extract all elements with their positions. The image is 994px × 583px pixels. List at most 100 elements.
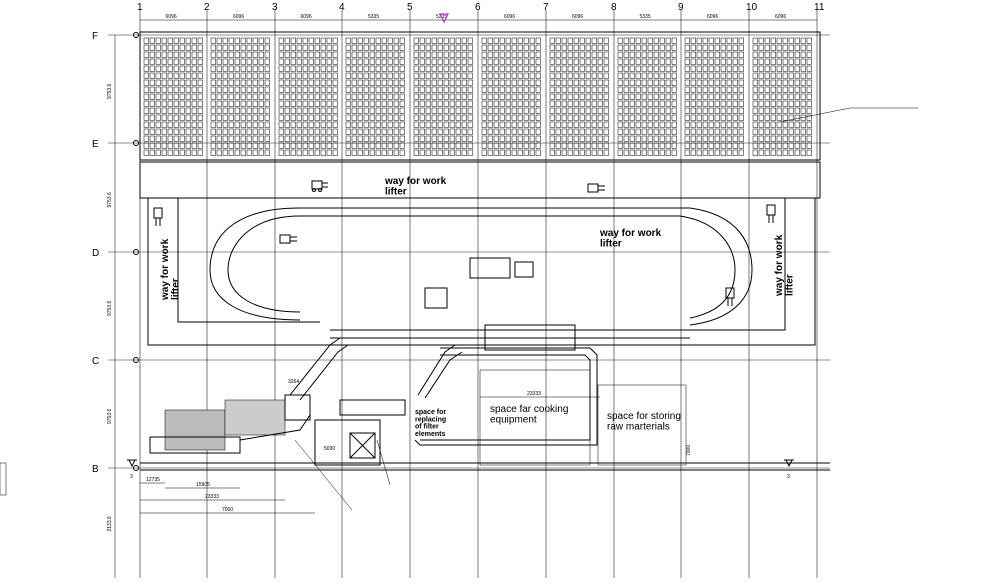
dim-text: 6096 bbox=[166, 14, 177, 20]
rack-cell bbox=[493, 72, 499, 79]
rack-cell bbox=[296, 58, 302, 65]
rack-cell bbox=[549, 135, 555, 142]
rack-cell bbox=[758, 86, 764, 93]
rack-cell bbox=[326, 79, 332, 86]
rack-cell bbox=[191, 121, 197, 128]
rack-cell bbox=[523, 72, 529, 79]
rack-cell bbox=[264, 128, 270, 135]
rack-cell bbox=[529, 135, 535, 142]
rack-cell bbox=[216, 65, 222, 72]
level-marker: 3 bbox=[784, 459, 794, 480]
rack-cell bbox=[228, 65, 234, 72]
rack-cell bbox=[320, 107, 326, 114]
rack-cell bbox=[363, 121, 369, 128]
rack-cell bbox=[332, 93, 338, 100]
rack-cell bbox=[308, 114, 314, 121]
rack-cell bbox=[167, 128, 173, 135]
rack-cell bbox=[788, 114, 794, 121]
rack-cell bbox=[764, 65, 770, 72]
rack-cell bbox=[143, 100, 149, 107]
rack-cell bbox=[671, 37, 677, 44]
rack-cell bbox=[387, 142, 393, 149]
rack-cell bbox=[461, 93, 467, 100]
rack-cell bbox=[240, 44, 246, 51]
rack-cell bbox=[720, 114, 726, 121]
rack-cell bbox=[173, 128, 179, 135]
rack-cell bbox=[345, 149, 351, 156]
rack-cell bbox=[671, 100, 677, 107]
rack-cell bbox=[210, 58, 216, 65]
level-marker: 3 bbox=[127, 459, 137, 480]
rack-cell bbox=[653, 121, 659, 128]
rack-cell bbox=[399, 100, 405, 107]
rack-cell bbox=[493, 107, 499, 114]
rack-cell bbox=[461, 37, 467, 44]
forklift-icon bbox=[587, 183, 605, 193]
rack-cell bbox=[758, 93, 764, 100]
rack-cell bbox=[665, 142, 671, 149]
rack-cell bbox=[413, 142, 419, 149]
rack-cell bbox=[264, 79, 270, 86]
rack-cell bbox=[467, 51, 473, 58]
rack-cell bbox=[393, 149, 399, 156]
rack-cell bbox=[191, 65, 197, 72]
rack-cell bbox=[499, 93, 505, 100]
rack-cell bbox=[511, 65, 517, 72]
rack-cell bbox=[671, 107, 677, 114]
rack-cell bbox=[782, 114, 788, 121]
rack-cell bbox=[252, 149, 258, 156]
rack-cell bbox=[659, 86, 665, 93]
rack-cell bbox=[399, 107, 405, 114]
rack-cell bbox=[732, 37, 738, 44]
rack-cell bbox=[696, 79, 702, 86]
rack-cell bbox=[449, 114, 455, 121]
rack-cell bbox=[567, 79, 573, 86]
rack-cell bbox=[290, 121, 296, 128]
rack-cell bbox=[443, 79, 449, 86]
rack-cell bbox=[511, 128, 517, 135]
rack-cell bbox=[167, 37, 173, 44]
rack-cell bbox=[481, 100, 487, 107]
rack-cell bbox=[714, 128, 720, 135]
rack-cell bbox=[149, 121, 155, 128]
rack-cell bbox=[770, 86, 776, 93]
rack-cell bbox=[296, 114, 302, 121]
rack-cell bbox=[647, 86, 653, 93]
rack-cell bbox=[579, 72, 585, 79]
rack-cell bbox=[228, 121, 234, 128]
rack-cell bbox=[567, 93, 573, 100]
rack-cell bbox=[511, 121, 517, 128]
rack-cell bbox=[714, 37, 720, 44]
rack-cell bbox=[413, 65, 419, 72]
rack-cell bbox=[696, 58, 702, 65]
rack-cell bbox=[647, 100, 653, 107]
rack-cell bbox=[278, 65, 284, 72]
rack-cell bbox=[326, 58, 332, 65]
rack-cell bbox=[585, 128, 591, 135]
rack-cell bbox=[246, 93, 252, 100]
grid-row-label: C bbox=[92, 356, 99, 367]
rack-cell bbox=[591, 79, 597, 86]
rack-cell bbox=[363, 79, 369, 86]
rack-cell bbox=[302, 121, 308, 128]
rack-cell bbox=[413, 135, 419, 142]
rack-cell bbox=[579, 79, 585, 86]
rack-cell bbox=[597, 72, 603, 79]
rack-cell bbox=[726, 44, 732, 51]
rack-cell bbox=[363, 93, 369, 100]
rack-cell bbox=[252, 51, 258, 58]
rack-cell bbox=[314, 107, 320, 114]
rack-cell bbox=[585, 121, 591, 128]
rack-cell bbox=[732, 58, 738, 65]
rack-cell bbox=[302, 51, 308, 58]
rack-cell bbox=[726, 149, 732, 156]
rack-cell bbox=[179, 44, 185, 51]
rack-cell bbox=[549, 114, 555, 121]
rack-cell bbox=[387, 58, 393, 65]
rack-cell bbox=[702, 128, 708, 135]
rack-cell bbox=[647, 72, 653, 79]
rack-cell bbox=[549, 58, 555, 65]
rack-cell bbox=[351, 100, 357, 107]
rack-cell bbox=[326, 86, 332, 93]
